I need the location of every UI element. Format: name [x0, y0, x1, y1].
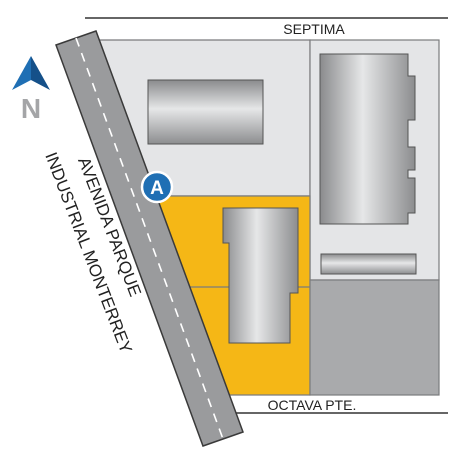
- location-marker[interactable]: A: [140, 170, 174, 204]
- north-label: N: [21, 93, 41, 124]
- street-label-septima: SEPTIMA: [283, 21, 345, 37]
- street-label-octava: OCTAVA PTE.: [268, 397, 357, 413]
- avenue-center-line: [75, 37, 224, 440]
- lot-south-east: [309, 279, 440, 396]
- building-highlighted-lot: [222, 207, 299, 344]
- north-arrow: N: [12, 56, 50, 124]
- location-marker-label: A: [150, 178, 164, 199]
- location-marker-circle: [140, 170, 174, 204]
- building-east: [319, 53, 416, 225]
- building-north: [147, 79, 264, 145]
- north-arrow-shade-icon: [31, 56, 50, 90]
- north-arrow-icon: [12, 56, 31, 90]
- building-east-small: [320, 253, 417, 275]
